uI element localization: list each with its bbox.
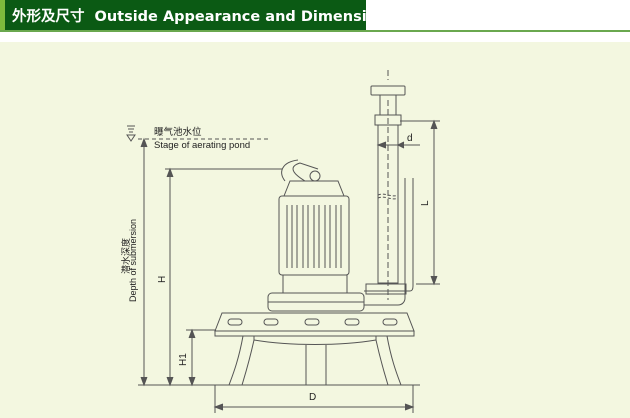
small-d-label: d — [407, 133, 413, 144]
depth-label-en: Depth of submersion — [128, 218, 138, 302]
small-d-dimension — [376, 137, 420, 152]
water-level-label-cn: 曝气池水位 — [154, 127, 202, 138]
base-plate — [214, 312, 415, 337]
diffuser-base — [267, 274, 365, 312]
section-title-cn: 外形及尺寸 — [12, 9, 85, 25]
drawing-panel — [0, 42, 630, 418]
h-dimension — [165, 167, 282, 387]
h1-label: H1 — [178, 353, 189, 366]
water-level-label-en: Stage of aerating pond — [154, 140, 251, 151]
header-rule — [0, 30, 630, 32]
d-width-dimension — [213, 385, 415, 413]
h-label: H — [157, 275, 168, 283]
water-level-symbol — [126, 125, 136, 142]
l-label: L — [420, 200, 431, 206]
section-title-en: Outside Appearance and Dimensions — [94, 9, 396, 25]
l-dimension — [400, 119, 440, 286]
air-pipe — [370, 70, 406, 300]
header-accent — [0, 0, 5, 30]
pipe-elbow — [364, 178, 414, 306]
base-legs — [228, 335, 402, 386]
motor-cable — [281, 159, 321, 182]
section-header: 外形及尺寸 Outside Appearance and Dimensions — [0, 0, 396, 30]
d-width-label: D — [309, 392, 317, 403]
motor-body — [278, 180, 350, 276]
section-title: 外形及尺寸 Outside Appearance and Dimensions — [12, 5, 396, 26]
depth-dimension — [140, 137, 148, 387]
h1-dimension — [186, 328, 216, 387]
